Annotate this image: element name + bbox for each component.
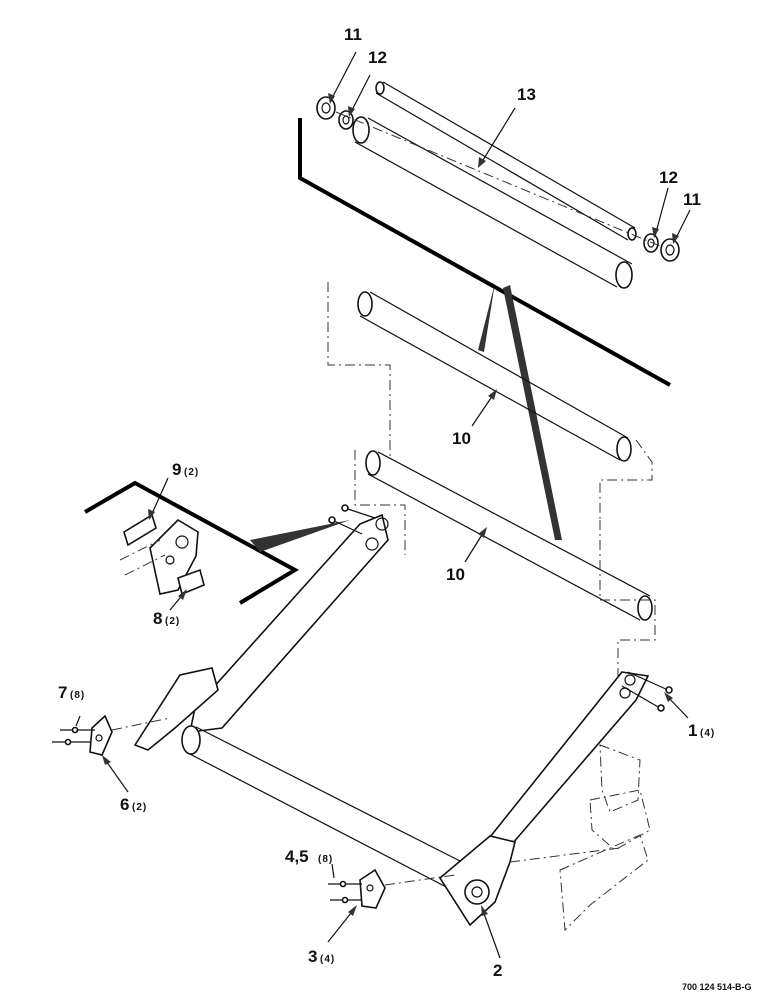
callout-11-right: 11 xyxy=(683,190,701,209)
roller-13 xyxy=(375,81,637,241)
svg-text:(2): (2) xyxy=(165,616,180,627)
bolts-1 xyxy=(621,671,673,712)
svg-text:(4): (4) xyxy=(700,728,715,739)
svg-text:11: 11 xyxy=(344,25,362,44)
clamp-3 xyxy=(359,868,386,909)
callout-10-lower: 10 xyxy=(446,565,465,584)
svg-text:1: 1 xyxy=(688,721,697,740)
flangette-12-right xyxy=(643,233,659,253)
roller-tube-upper xyxy=(352,116,633,289)
bolts-top-left xyxy=(328,504,376,535)
right-bracket-2 xyxy=(438,835,516,927)
bolts-7 xyxy=(52,726,95,746)
svg-text:4,5: 4,5 xyxy=(285,847,309,866)
callout-7: 7 (8) xyxy=(58,683,85,702)
svg-text:(8): (8) xyxy=(70,690,85,701)
wear-pad-8 xyxy=(177,568,205,596)
svg-text:(2): (2) xyxy=(184,467,199,478)
callout-13: 13 xyxy=(517,85,536,104)
callout-11-top: 11 xyxy=(344,25,362,44)
left-inset-frame xyxy=(83,480,300,605)
left-bracket xyxy=(133,667,219,751)
centerline-clamp-6 xyxy=(111,717,171,731)
bearing-11-right xyxy=(660,238,680,262)
svg-text:2: 2 xyxy=(493,961,502,980)
drawing-code: 700 124 514-B-G xyxy=(682,982,752,992)
bolts-4-5 xyxy=(328,880,362,904)
inset-bracket-plate xyxy=(119,518,199,595)
top-inset-frame xyxy=(298,118,671,387)
callout-6: 6 (2) xyxy=(120,795,147,814)
svg-text:8: 8 xyxy=(153,609,162,628)
right-arm xyxy=(468,671,650,864)
callout-2: 2 xyxy=(493,961,502,980)
svg-text:3: 3 xyxy=(308,947,317,966)
svg-text:(4): (4) xyxy=(320,954,335,965)
svg-text:(8): (8) xyxy=(318,854,333,865)
dash-bracket-right-lower xyxy=(599,520,656,680)
clamp-6 xyxy=(89,714,113,756)
svg-text:12: 12 xyxy=(368,48,387,67)
svg-text:6: 6 xyxy=(120,795,129,814)
pointer-wedge-left xyxy=(250,520,350,552)
cross-tube xyxy=(181,725,463,891)
pointer-wedge-top xyxy=(478,283,562,540)
svg-text:13: 13 xyxy=(517,85,536,104)
dash-bracket-left-upper xyxy=(327,282,391,460)
svg-text:9: 9 xyxy=(172,460,181,479)
dash-bracket-left-lower xyxy=(354,450,406,555)
callout-9: 9 (2) xyxy=(172,460,199,479)
leader-lines xyxy=(75,51,691,959)
callout-12-right: 12 xyxy=(659,168,678,187)
roller-10-upper xyxy=(357,291,632,462)
svg-text:(2): (2) xyxy=(132,802,147,813)
svg-text:11: 11 xyxy=(683,190,701,209)
svg-text:7: 7 xyxy=(58,683,67,702)
centerline-clamp-3 xyxy=(384,874,456,886)
callout-1: 1 (4) xyxy=(688,721,715,740)
centerline-top xyxy=(335,111,661,247)
callout-8: 8 (2) xyxy=(153,609,180,628)
svg-text:12: 12 xyxy=(659,168,678,187)
svg-text:10: 10 xyxy=(446,565,465,584)
left-arm xyxy=(188,513,389,733)
roller-10-lower xyxy=(365,450,653,621)
callout-10-upper: 10 xyxy=(452,429,471,448)
wear-pad-9 xyxy=(123,513,157,547)
dash-bracket-right-upper xyxy=(599,439,653,520)
svg-text:10: 10 xyxy=(452,429,471,448)
callout-4-5: 4,5 (8) xyxy=(285,847,333,866)
callout-12-top: 12 xyxy=(368,48,387,67)
callout-3: 3 (4) xyxy=(308,947,335,966)
reference-machine-ghost xyxy=(509,744,651,932)
